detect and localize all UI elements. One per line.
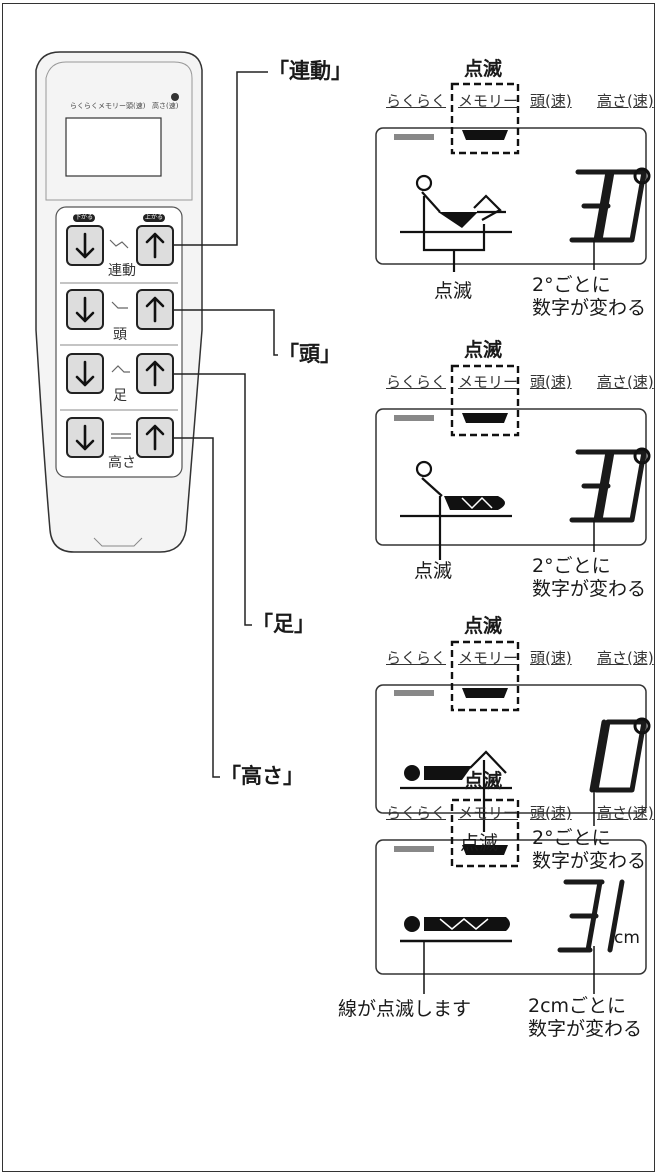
callout-head: 「頭」: [278, 342, 341, 366]
remote-tab-head-fast: 頭(速): [126, 102, 146, 110]
panel4-tab-memory: メモリー: [458, 804, 519, 822]
row-label-height: 高さ: [108, 455, 136, 471]
panel3-tab-head-fast: 頭(速): [530, 649, 572, 667]
callout-foot: 「足」: [252, 612, 315, 636]
callout-rendou: 「連動」: [268, 59, 352, 83]
panel1-value: 30: [560, 250, 561, 251]
panel1-right-note-1: 2°ごとに: [532, 274, 611, 296]
panel3-tab-rakuraku: らくらく: [386, 649, 447, 667]
callout-height: 「高さ」: [220, 764, 304, 788]
panel2-tab-memory: メモリー: [458, 373, 519, 391]
panel4-right-note-2: 数字が変わる: [528, 1018, 643, 1040]
panel2-right-note-1: 2°ごとに: [532, 555, 611, 577]
remote-tab-rakuraku: らくらく: [70, 102, 98, 110]
panel1-tab-rakuraku: らくらく: [386, 92, 447, 110]
panel4-blink-title: 点滅: [464, 770, 503, 792]
panel4-tab-height-fast: 高さ(速): [597, 804, 654, 822]
panel1-tab-memory: メモリー: [458, 92, 519, 110]
panel3-right-note-2: 数字が変わる: [532, 850, 647, 872]
panel2-tab-rakuraku: らくらく: [386, 373, 447, 391]
down-badge: 下がる: [73, 214, 96, 222]
panel2-left-note: 点滅: [414, 560, 453, 582]
panel4-value: 31: [560, 960, 561, 961]
panel2-unit: °: [560, 532, 561, 533]
panel1-unit: °: [560, 252, 561, 253]
panel1-tab-height-fast: 高さ(速): [597, 92, 654, 110]
panel2-tab-height-fast: 高さ(速): [597, 373, 654, 391]
panel4-tab-rakuraku: らくらく: [386, 804, 447, 822]
panel2-right-note-2: 数字が変わる: [532, 578, 647, 600]
panel3-left-note: 点滅: [460, 832, 499, 854]
row-label-head: 頭: [113, 327, 127, 343]
remote-tab-memory: メモリー: [98, 102, 126, 110]
panel4-right-note-1: 2cmごとに: [528, 995, 627, 1017]
panel2-blink-title: 点滅: [464, 339, 503, 361]
panel3-tab-memory: メモリー: [458, 649, 519, 667]
panel3-tab-height-fast: 高さ(速): [597, 649, 654, 667]
panel3-value: 10: [560, 800, 561, 801]
panel3-blink-title: 点滅: [464, 615, 503, 637]
panel2-tab-head-fast: 頭(速): [530, 373, 572, 391]
panel1-blink-title: 点滅: [464, 58, 503, 80]
panel1-right-note-2: 数字が変わる: [532, 297, 647, 319]
remote-tab-height-fast: 高さ(速): [152, 102, 179, 110]
row-label-rendou: 連動: [108, 263, 136, 279]
panel4-tab-head-fast: 頭(速): [530, 804, 572, 822]
leader-lines: [173, 71, 278, 778]
panel1-left-note: 点滅: [434, 280, 473, 302]
panel2-value: 30: [560, 530, 561, 531]
panel4-left-note: 線が点滅します: [338, 998, 472, 1020]
diagram-frame: [2, 3, 655, 1172]
panel3-right-note-1: 2°ごとに: [532, 827, 611, 849]
up-badge: 上がる: [143, 214, 166, 222]
panel1-tab-head-fast: 頭(速): [530, 92, 572, 110]
remote-buttons: [66, 225, 174, 458]
panel3-unit: °: [560, 802, 561, 803]
display-panels: [375, 82, 651, 994]
remote-control: [35, 51, 203, 553]
row-label-foot: 足: [113, 388, 127, 404]
panel4-unit: cm: [614, 928, 640, 948]
